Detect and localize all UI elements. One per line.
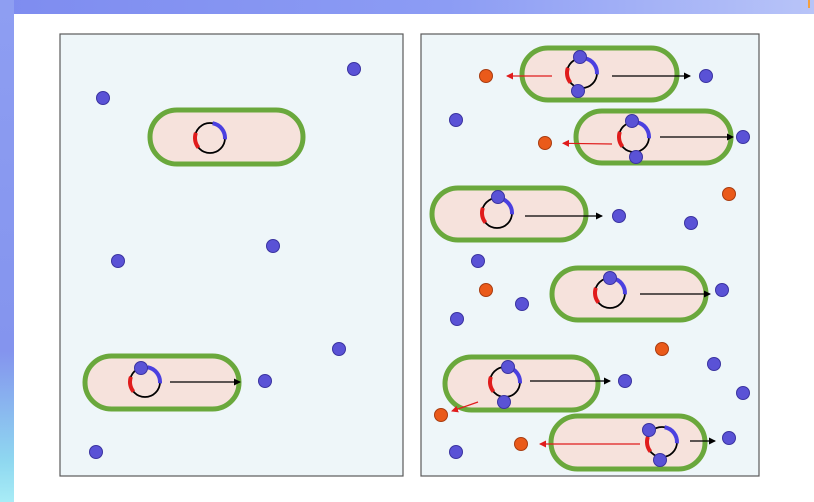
export-arrow-red-icon [451,401,479,413]
orange-molecule-icon [655,342,669,356]
orange-molecule-icon [538,136,552,150]
blue-molecule-icon [111,254,125,268]
plasmid-gene-red [565,67,573,84]
blue-molecule-icon [571,84,585,98]
blue-molecule-icon [736,130,750,144]
bacterium-cell-1-1 [538,108,750,166]
blue-molecule-icon [491,190,505,204]
blue-molecule-icon [736,386,750,400]
blue-molecule-icon [332,342,346,356]
plasmid-gene-blue [664,425,679,444]
bacterium-cell-1-5 [514,413,736,472]
plasmid-gene-red [480,207,488,224]
blue-molecule-icon [618,374,632,388]
blue-molecule-icon [603,271,617,285]
plasmid-gene-red [193,132,201,149]
plasmid-gene-blue [212,121,227,140]
plasmid-gene-red [645,436,653,453]
blue-molecule-icon [612,209,626,223]
blue-molecule-icon [684,216,698,230]
blue-molecule-icon [497,395,511,409]
title-bar-decoration [0,0,814,14]
blue-molecule-icon [515,297,529,311]
bacterium-cell-1-3 [549,265,729,323]
bacterium-cell-icon [548,413,708,472]
blue-molecule-icon [573,50,587,64]
orange-molecule-icon [479,283,493,297]
bacterium-cell-0-1 [82,353,272,412]
blue-molecule-icon [707,357,721,371]
orange-molecule-icon [722,187,736,201]
bacterium-cell-1-0 [479,45,713,103]
bacterium-cell-1-2 [429,185,626,243]
plasmid-gene-red [617,131,625,148]
blue-molecule-icon [629,150,643,164]
blue-molecule-icon [449,113,463,127]
blue-molecule-icon [625,114,639,128]
bacterium-cell-0-0 [147,107,306,167]
plasmid-gene-red [593,287,601,304]
blue-molecule-icon [89,445,103,459]
orange-molecule-icon [514,437,528,451]
blue-molecule-icon [653,453,667,467]
corner-mark [808,0,810,8]
blue-molecule-icon [642,423,656,437]
blue-molecule-icon [699,69,713,83]
plasmid-gene-red [488,376,496,393]
bacterium-cell-icon [519,45,680,103]
blue-molecule-icon [450,312,464,326]
bacterium-cell-icon [442,354,601,413]
blue-molecule-icon [258,374,272,388]
blue-molecule-icon [266,239,280,253]
side-strip-decoration [0,0,14,502]
bacterium-cell-1-4 [434,354,632,422]
plasmid-ring-icon [193,121,227,154]
blue-molecule-icon [134,361,148,375]
plasmid-gene-red [128,376,136,393]
orange-molecule-icon [479,69,493,83]
export-arrow-red-icon [562,139,613,147]
blue-molecule-icon [715,283,729,297]
blue-molecule-icon [449,445,463,459]
blue-molecule-icon [347,62,361,76]
blue-molecule-icon [471,254,485,268]
bacterium-cell-icon [429,185,589,243]
blue-molecule-icon [501,360,515,374]
plasmid-gene-blue [147,365,162,384]
blue-molecule-icon [96,91,110,105]
blue-molecule-icon [722,431,736,445]
orange-molecule-icon [434,408,448,422]
